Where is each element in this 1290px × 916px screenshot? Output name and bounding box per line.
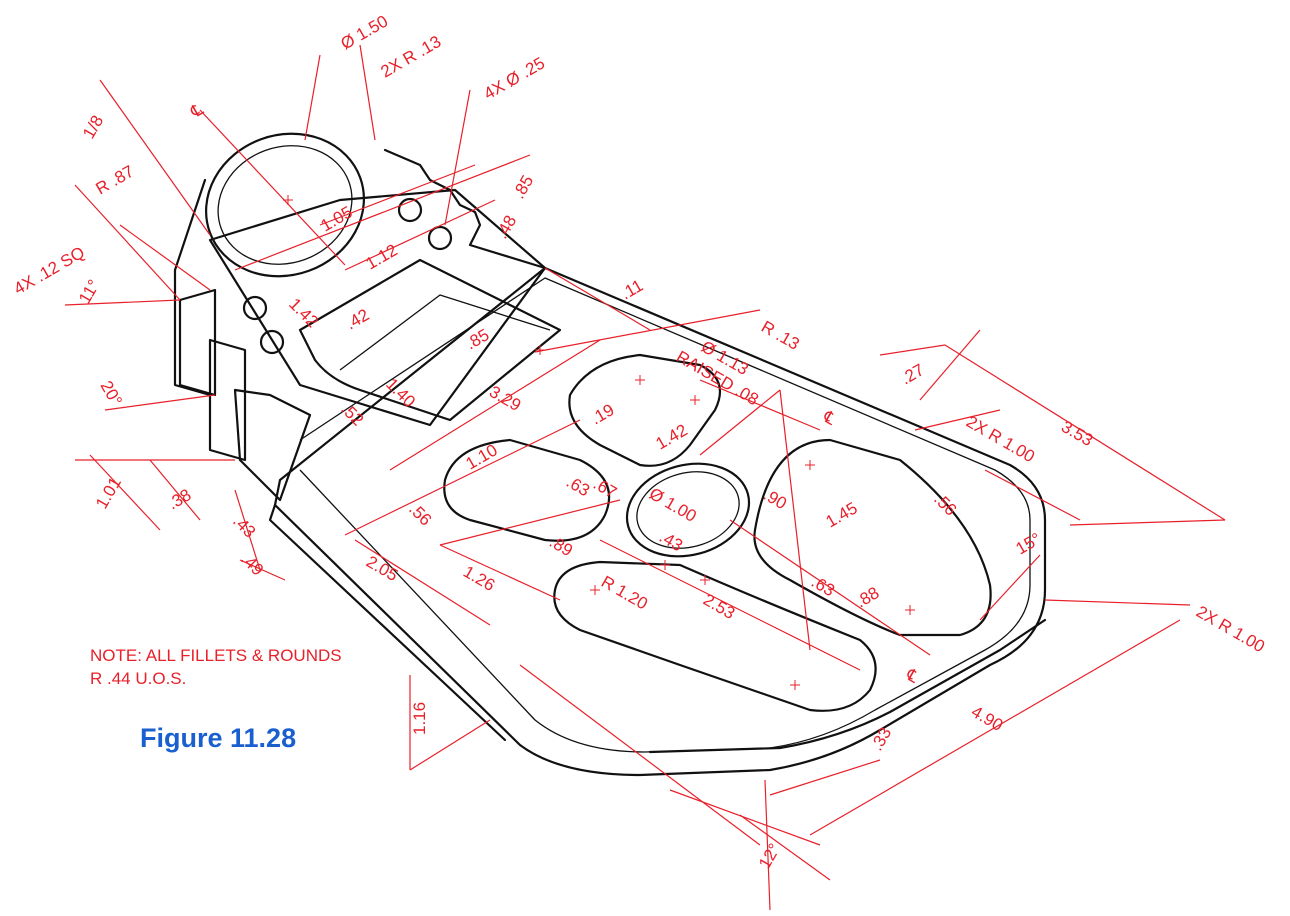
dim-329: 3.29 — [486, 382, 524, 415]
dim-dia-150: Ø 1.50 — [338, 11, 392, 53]
center-marks — [283, 195, 915, 690]
centerline-symbol-2: ℄ — [819, 407, 839, 429]
dim-112: 1.12 — [363, 240, 401, 273]
dim-142b: 1.42 — [653, 420, 691, 453]
dim-353: 3.53 — [1058, 417, 1096, 450]
dim-043b: .43 — [656, 527, 686, 555]
dim-027: .27 — [898, 360, 928, 388]
dim-205: 2.05 — [363, 552, 401, 585]
dim-049: .49 — [237, 549, 267, 579]
dim-2x-r100-b: 2X R 1.00 — [1193, 602, 1268, 656]
dim-142: 1.42 — [285, 294, 322, 331]
dim-eighth: 1/8 — [79, 112, 107, 142]
dim-253: 2.53 — [700, 590, 738, 623]
figure-caption: Figure 11.28 — [140, 723, 297, 753]
dim-4x-dia25: 4X Ø .25 — [481, 53, 549, 103]
dim-2x-r13: 2X R .13 — [378, 32, 445, 82]
dim-043: .43 — [229, 511, 259, 541]
dim-r13: R .13 — [758, 317, 803, 354]
dim-140: 1.40 — [382, 374, 419, 411]
dim-011: .11 — [618, 276, 647, 304]
dim-067: .67 — [590, 474, 620, 502]
dim-019: .19 — [588, 400, 618, 428]
dim-063a: .63 — [563, 472, 593, 500]
dim-090: .90 — [760, 485, 790, 513]
dimension-lines — [64, 44, 1226, 911]
dim-2x-r100-a: 2X R 1.00 — [963, 412, 1038, 466]
note-line-2: R .44 U.O.S. — [90, 669, 187, 688]
dim-r120: R 1.20 — [598, 572, 651, 614]
dim-033: .33 — [867, 724, 895, 754]
centerline-symbol-1: ℄ — [187, 100, 207, 122]
dim-11deg: 11° — [75, 276, 104, 307]
dim-15deg: 15° — [1013, 529, 1045, 558]
dim-085-top: .85 — [509, 172, 537, 202]
dim-101: 1.01 — [92, 474, 125, 512]
dim-20deg: 20° — [97, 378, 126, 410]
dim-145: 1.45 — [823, 498, 861, 531]
dim-042: .42 — [343, 305, 373, 333]
dim-126: 1.26 — [460, 562, 498, 595]
dim-490: 4.90 — [968, 702, 1006, 735]
centerline-symbol-3: ℄ — [902, 665, 922, 687]
dim-dia-100: Ø 1.00 — [646, 484, 700, 526]
dim-4x-12sq: 4X .12 SQ — [11, 243, 88, 299]
dim-038: .38 — [165, 485, 195, 513]
dim-r87: R .87 — [93, 162, 138, 199]
fillet-note: NOTE: ALL FILLETS & ROUNDS R .44 U.O.S. — [90, 644, 342, 690]
dim-116: 1.16 — [410, 702, 429, 735]
dim-089: .89 — [546, 532, 576, 560]
dim-048: .48 — [492, 212, 520, 242]
note-line-1: NOTE: ALL FILLETS & ROUNDS — [90, 646, 342, 665]
dim-088: .88 — [853, 583, 883, 611]
